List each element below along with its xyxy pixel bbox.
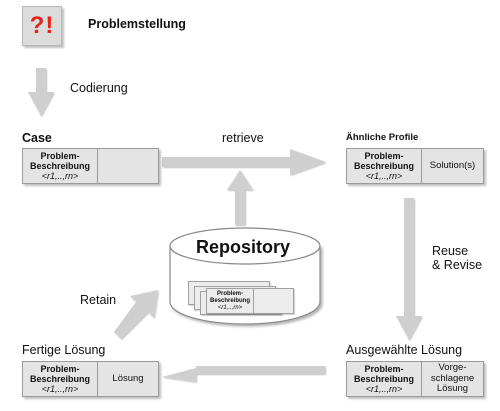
arrow-retain xyxy=(114,290,158,339)
arrow-reuse-revise xyxy=(396,198,422,340)
problem-title: Problemstellung xyxy=(88,17,186,31)
case-sequence: <r1,..,rn> xyxy=(41,170,79,181)
problem-icon-symbol: ?! xyxy=(29,12,55,39)
repository-title: Repository xyxy=(196,237,291,257)
repository-card-line2: Beschreibung xyxy=(209,297,250,304)
similar-solutions: Solution(s) xyxy=(429,159,476,171)
selected-solution-line3: Lösung xyxy=(436,383,469,395)
retain-label: Retain xyxy=(80,293,117,307)
problem-icon: ?! xyxy=(22,6,62,46)
case-box: Problem- Beschreibung <r1,..,rn> xyxy=(22,148,159,184)
finished-title: Fertige Lösung xyxy=(22,343,106,357)
case-empty-solution xyxy=(98,149,158,183)
repository-card-front: Problem- Beschreibung <r1,..,rn> xyxy=(206,288,294,314)
finished-problem-description: Problem- Beschreibung <r1,..,rn> xyxy=(23,362,98,396)
similar-problem-description: Problem- Beschreibung <r1,..,rn> xyxy=(347,149,422,183)
similar-problem-line2: Beschreibung xyxy=(353,160,414,171)
case-problem-line2: Beschreibung xyxy=(29,160,90,171)
finished-problem-line1: Problem- xyxy=(40,363,80,374)
reuse-label: Reuse xyxy=(432,244,469,258)
finished-box: Problem- Beschreibung <r1,..,rn> Lösung xyxy=(22,361,159,397)
similar-problem-line1: Problem- xyxy=(364,150,404,161)
case-problem-description: Problem- Beschreibung <r1,..,rn> xyxy=(23,149,98,183)
similar-sequence: <r1,..,rn> xyxy=(365,170,403,181)
repository-card-line1: Problem- xyxy=(216,290,243,297)
arrow-retrieve xyxy=(162,149,326,175)
similar-title: Ähnliche Profile xyxy=(346,132,419,143)
selected-problem-line2: Beschreibung xyxy=(353,373,414,384)
finished-problem-line2: Beschreibung xyxy=(29,373,90,384)
finished-solution: Lösung xyxy=(112,372,144,384)
arrow-codierung xyxy=(28,68,54,116)
selected-box: Problem- Beschreibung <r1,..,rn> Vorge- … xyxy=(346,361,484,397)
selected-proposed-solution: Vorge- schlagene Lösung xyxy=(422,362,483,396)
retrieve-label: retrieve xyxy=(222,131,264,145)
selected-title: Ausgewählte Lösung xyxy=(346,343,463,357)
case-title: Case xyxy=(22,131,52,145)
finished-sequence: <r1,..,rn> xyxy=(41,383,79,394)
similar-box: Problem- Beschreibung <r1,..,rn> Solutio… xyxy=(346,148,484,184)
repository-card-problem: Problem- Beschreibung <r1,..,rn> xyxy=(207,289,254,313)
revise-label: & Revise xyxy=(432,258,483,272)
arrow-repository-up xyxy=(227,170,253,225)
selected-solution-line2: schlagene xyxy=(430,372,475,384)
selected-solution-line1: Vorge- xyxy=(438,362,467,374)
repository-card-seq: <r1,..,rn> xyxy=(217,304,243,311)
arrow-select-to-finished xyxy=(162,366,325,382)
case-problem-line1: Problem- xyxy=(40,150,80,161)
selected-problem-line1: Problem- xyxy=(364,363,404,374)
codierung-label: Codierung xyxy=(70,81,128,95)
selected-problem-description: Problem- Beschreibung <r1,..,rn> xyxy=(347,362,422,396)
selected-sequence: <r1,..,rn> xyxy=(365,383,403,394)
